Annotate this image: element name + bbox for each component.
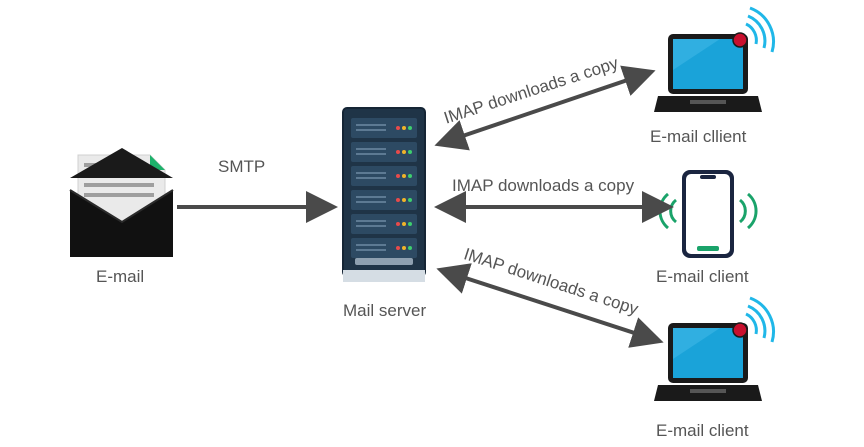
client-top-label: E-mail cllient — [650, 127, 747, 146]
server-unit — [351, 190, 417, 210]
imap-arrow-top — [434, 65, 656, 151]
status-led — [402, 222, 406, 226]
imap-arrow-bottom — [436, 263, 664, 348]
email-label: E-mail — [96, 267, 145, 286]
status-led — [402, 246, 406, 250]
client-bottom-label: E-mail client — [656, 421, 749, 440]
server-unit — [351, 214, 417, 234]
status-led — [408, 222, 412, 226]
server-unit — [351, 166, 417, 186]
server-unit — [351, 238, 417, 258]
laptop-icon — [654, 296, 775, 401]
status-led — [402, 174, 406, 178]
status-led — [396, 198, 400, 202]
status-led — [396, 150, 400, 154]
client-middle-label: E-mail client — [656, 267, 749, 286]
server-rack-icon — [342, 107, 426, 282]
status-led — [396, 246, 400, 250]
status-led — [396, 126, 400, 130]
status-led — [408, 150, 412, 154]
status-led — [402, 126, 406, 130]
status-led — [408, 198, 412, 202]
smartphone-icon — [658, 170, 758, 258]
status-led — [402, 150, 406, 154]
status-led — [396, 222, 400, 226]
status-led — [408, 126, 412, 130]
mail-server-label: Mail server — [343, 301, 427, 320]
imap-middle-label: IMAP downloads a copy — [452, 176, 635, 195]
status-led — [402, 198, 406, 202]
server-unit — [351, 142, 417, 162]
status-led — [396, 174, 400, 178]
server-unit — [351, 118, 417, 138]
status-led — [408, 246, 412, 250]
laptop-icon — [654, 6, 775, 112]
smtp-label: SMTP — [218, 157, 266, 176]
envelope-icon — [69, 148, 174, 257]
status-led — [408, 174, 412, 178]
